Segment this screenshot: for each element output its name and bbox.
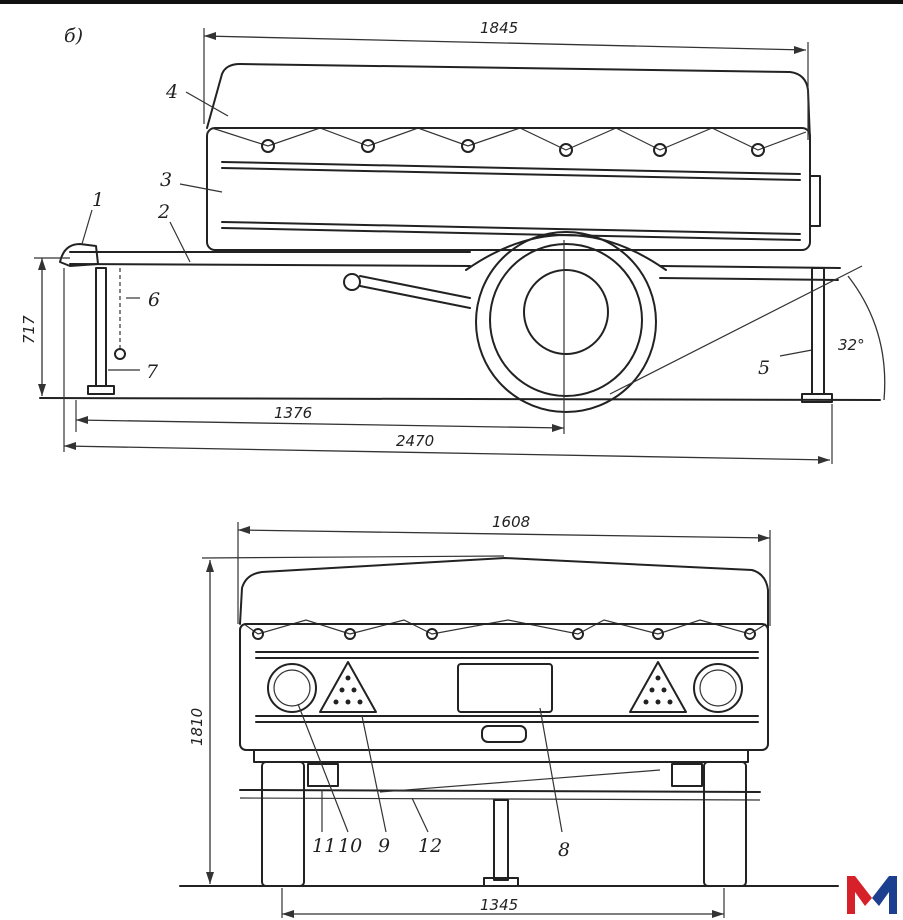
spring-eye: [343, 273, 361, 291]
label-11: 11: [312, 835, 336, 857]
wheel-tire: [475, 231, 657, 413]
chain-hook: [114, 348, 126, 360]
drawbar-frame: [69, 251, 841, 281]
dim-line-1608: [237, 529, 771, 539]
leader-8: [539, 707, 563, 833]
tarp-lashing: [211, 127, 807, 151]
leader-4: [185, 91, 229, 117]
rear-stand: [811, 267, 825, 395]
rear-body: [239, 623, 769, 751]
rear-light-block: [809, 175, 821, 227]
leader-10: [297, 703, 349, 833]
body-rib-upper: [221, 161, 801, 175]
rear-frame-beam: [253, 749, 749, 763]
m-logo-icon: [847, 876, 897, 914]
hitch-coupler: [59, 243, 99, 267]
dim-1810: 1810: [188, 708, 206, 746]
reflector-left: [319, 661, 377, 713]
label-1: 1: [92, 189, 104, 211]
license-plate: [457, 663, 553, 713]
label-12: 12: [418, 835, 442, 857]
label-5: 5: [758, 357, 770, 379]
wheel-hub: [523, 269, 609, 355]
spring-right: [671, 763, 703, 787]
label-6: 6: [148, 289, 160, 311]
rear-light-right: [693, 663, 743, 713]
dim-line-1376: [75, 419, 565, 429]
tarp-hooks: [261, 139, 765, 157]
dim-line-2470: [63, 445, 831, 461]
rear-wheel-left: [261, 761, 305, 887]
label-4: 4: [165, 81, 178, 103]
rear-strut: [379, 769, 661, 793]
leader-5: [779, 349, 813, 357]
body-rib-upper-2: [221, 167, 801, 181]
leader-3: [179, 183, 223, 193]
spring-left: [307, 763, 339, 787]
dim-1376: 1376: [274, 404, 312, 422]
label-3: 3: [160, 169, 172, 191]
label-9: 9: [378, 835, 390, 857]
label-2: 2: [157, 201, 170, 223]
dim-line-1845: [203, 35, 807, 51]
dim-717: 717: [20, 315, 38, 344]
ground-line: [39, 397, 881, 401]
side-view: 32° 1845 717 1376 2470: [20, 19, 886, 464]
rear-view: 1608 1810 1345 8 9 10 11 12: [179, 513, 839, 918]
angle-dim: 32°: [838, 336, 865, 354]
rear-tow-eye: [481, 725, 527, 743]
leader-2: [169, 221, 191, 263]
rear-light-left: [267, 663, 317, 713]
leader-9: [361, 715, 387, 833]
body-rib-lower: [221, 221, 801, 235]
support-leg-front-foot: [87, 385, 115, 395]
label-8: 8: [558, 839, 570, 861]
rear-tarp-hooks: [252, 628, 756, 640]
rear-stand-foot: [801, 393, 833, 403]
wheel-fender: [465, 234, 667, 271]
rear-center-stand: [493, 799, 509, 881]
rear-axle: [239, 789, 761, 793]
rear-tarp: [239, 557, 769, 629]
dim-2470: 2470: [396, 432, 434, 450]
body-rib-lower-2: [221, 227, 801, 241]
view-label: б): [64, 25, 83, 47]
dim-1345: 1345: [480, 896, 518, 914]
support-leg-front: [95, 267, 107, 387]
rear-tarp-lashing: [243, 619, 767, 635]
departure-angle-line: [609, 265, 863, 395]
reflector-right: [629, 661, 687, 713]
angle-arc: [847, 275, 886, 401]
rear-wheel-right: [703, 761, 747, 887]
tarp-cover: [206, 63, 811, 141]
leader-12: [411, 797, 429, 833]
dim-1608: 1608: [492, 513, 530, 531]
reflector-dots: [333, 675, 673, 705]
suspension-arm: [359, 275, 471, 309]
dim-1845: 1845: [480, 19, 518, 37]
wheel-rim: [489, 243, 643, 397]
label-10: 10: [338, 835, 362, 857]
leader-1: [81, 209, 93, 245]
label-7: 7: [146, 361, 159, 383]
